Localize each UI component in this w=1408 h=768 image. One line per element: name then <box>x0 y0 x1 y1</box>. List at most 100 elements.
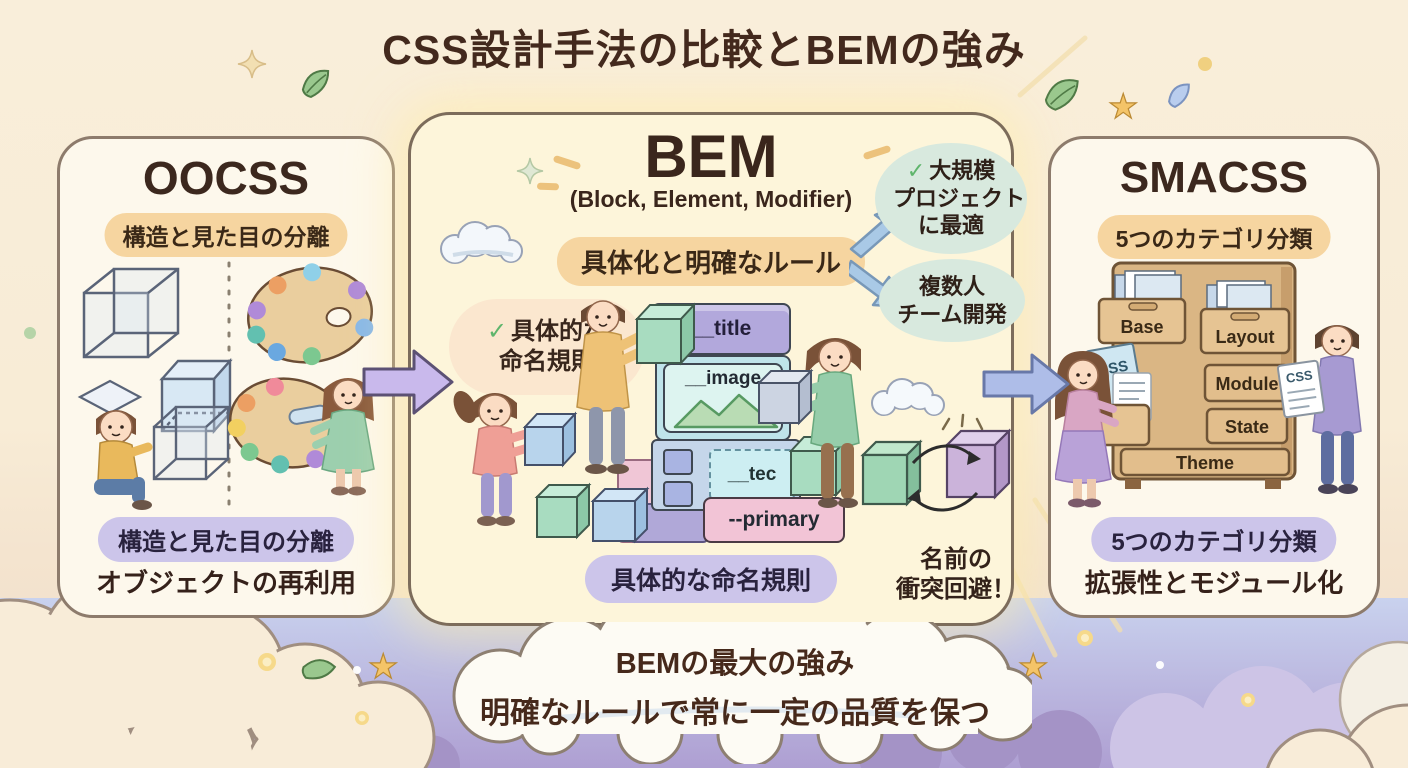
leaf-icon <box>1044 79 1079 111</box>
man-character <box>576 300 697 474</box>
benefit-halo <box>875 143 1027 254</box>
cloud-icon <box>871 378 945 416</box>
palette-icon <box>247 263 374 366</box>
benefit-halo <box>879 259 1025 342</box>
glow-dot <box>1077 630 1093 646</box>
sparkle-icon <box>237 49 267 79</box>
block-tec: __tec <box>709 449 795 501</box>
cabinet: Base Layout Module <box>1079 261 1297 489</box>
bem-header: BEM (Block, Element, Modifier) <box>411 125 1011 213</box>
wireframe-cube-icon <box>82 267 180 359</box>
benefit-large-projects: ✓大規模 プロジェクト に最適 <box>875 143 1027 254</box>
arrowhead <box>907 489 921 503</box>
footer-line1: BEMの最大の強み <box>615 648 855 680</box>
star-icon: ★ <box>368 648 398 686</box>
bem-subtitle: (Block, Element, Modifier) <box>569 186 853 212</box>
css-doc-label: CSS <box>1285 367 1314 386</box>
oocss-bottom-badge: 構造と見た目の分離 <box>98 517 354 562</box>
leaf-icons <box>301 69 1190 680</box>
smacss-illustration: Base Layout Module <box>1055 261 1362 508</box>
smacss-title: SMACSS <box>1119 153 1309 202</box>
girl-character <box>453 390 578 526</box>
wireframe-cube-icon <box>152 405 230 481</box>
cloud-right <box>1110 640 1408 768</box>
flow-arrow-bem-to-smacss <box>982 353 1070 415</box>
drawer-label-state: State <box>1225 417 1269 437</box>
folder-papers <box>1114 270 1182 302</box>
sparkle-icons <box>24 49 1255 725</box>
check-icon: ✓ <box>906 158 926 183</box>
drawer-layout: Layout <box>1199 280 1291 355</box>
glow-dot <box>355 711 369 725</box>
smacss-bottom-text: 拡張性とモジュール化 <box>1084 568 1344 598</box>
petal-icon <box>1168 83 1190 109</box>
bem-title: BEM <box>644 123 778 190</box>
leaf-icon <box>301 659 337 680</box>
star-icon: ★ <box>1108 88 1138 126</box>
panel-bem: BEM (Block, Element, Modifier) 具体化と明確なルー… <box>408 112 1027 626</box>
benefit-line: プロジェクト <box>893 185 1026 211</box>
glow-dot <box>258 653 276 671</box>
drawer-theme: Theme <box>1119 447 1291 477</box>
blue-cube-icon <box>590 486 650 544</box>
block-image-label: __image <box>684 368 762 389</box>
green-cube-icon <box>534 482 592 540</box>
oocss-illustration <box>77 261 375 510</box>
boy-character <box>94 410 153 510</box>
green-cube-icon <box>634 302 697 366</box>
collision-note: 名前の 衝突回避！ <box>879 545 1033 605</box>
purple-cube-icon <box>944 428 1012 500</box>
drawer-label-base: Base <box>1120 317 1163 337</box>
benefit-line: チーム開発 <box>897 301 1007 327</box>
drawer-state: State <box>1205 407 1289 445</box>
bem-top-badge: 具体化と明確なルール <box>556 237 866 286</box>
emphasis-dashes <box>941 413 984 431</box>
bem-characters <box>453 300 861 544</box>
footer-message: BEMの最大の強み 明確なルールで常に一定の品質を保つ <box>438 640 1032 732</box>
panel-oocss: OOCSS 構造と見た目の分離 <box>57 136 395 618</box>
oocss-bottom-text: オブジェクトの再利用 <box>95 568 356 598</box>
mountains-icon <box>673 393 779 429</box>
smacss-bottom-badge: 5つのカテゴリ分類 <box>1091 517 1337 562</box>
drawer-label-theme: Theme <box>1176 453 1234 473</box>
bem-bottom-badge: 具体的な命名規則 <box>584 555 838 603</box>
drawer-label-module: Module <box>1216 374 1279 394</box>
footer-line2: 明確なルールで常に一定の品質を保つ <box>480 697 990 730</box>
sparkle-icon <box>516 157 544 185</box>
unfolded-face-icon <box>77 379 143 415</box>
dot <box>1156 661 1164 669</box>
footer-cloud <box>452 622 1032 764</box>
dot <box>24 327 36 339</box>
drawer-base: Base <box>1097 270 1187 345</box>
solid-cube-icon <box>159 357 233 435</box>
panel-smacss: SMACSS 5つのカテゴリ分類 Base <box>1048 136 1380 618</box>
benefit-line: 大規模 <box>929 158 996 183</box>
drawer-module: Module <box>1203 363 1291 403</box>
benefit-line: に最適 <box>917 213 984 238</box>
dot <box>353 666 361 674</box>
arrowhead <box>967 451 981 465</box>
block-small-square <box>663 449 693 475</box>
css-doc: CSS <box>1276 359 1326 419</box>
benefit-line: 複数人 <box>918 274 985 299</box>
smacss-top-badge: 5つのカテゴリ分類 <box>1097 215 1331 259</box>
block-small-square <box>663 481 693 507</box>
glow-dot <box>1241 693 1255 707</box>
benefit-team-dev: 複数人 チーム開発 <box>879 259 1025 342</box>
gray-cube-icon <box>756 368 814 426</box>
oocss-top-badge: 構造と見た目の分離 <box>104 213 348 257</box>
girl-character <box>310 378 375 496</box>
collision-line2: 衝突回避！ <box>896 576 1016 603</box>
man-character: CSS <box>1276 325 1362 494</box>
leaf-icon <box>301 69 330 98</box>
bubble-line2: 命名規則 <box>499 348 595 375</box>
star-icons: ★ ★ ★ <box>367 87 1139 686</box>
woman-character <box>756 338 861 508</box>
name-collision-illustration <box>860 413 1012 512</box>
folder-papers <box>1206 280 1272 310</box>
dot <box>1198 57 1212 71</box>
oocss-title: OOCSS <box>142 152 310 204</box>
cloud-icon <box>440 221 523 264</box>
drawer-label-layout: Layout <box>1215 327 1274 347</box>
